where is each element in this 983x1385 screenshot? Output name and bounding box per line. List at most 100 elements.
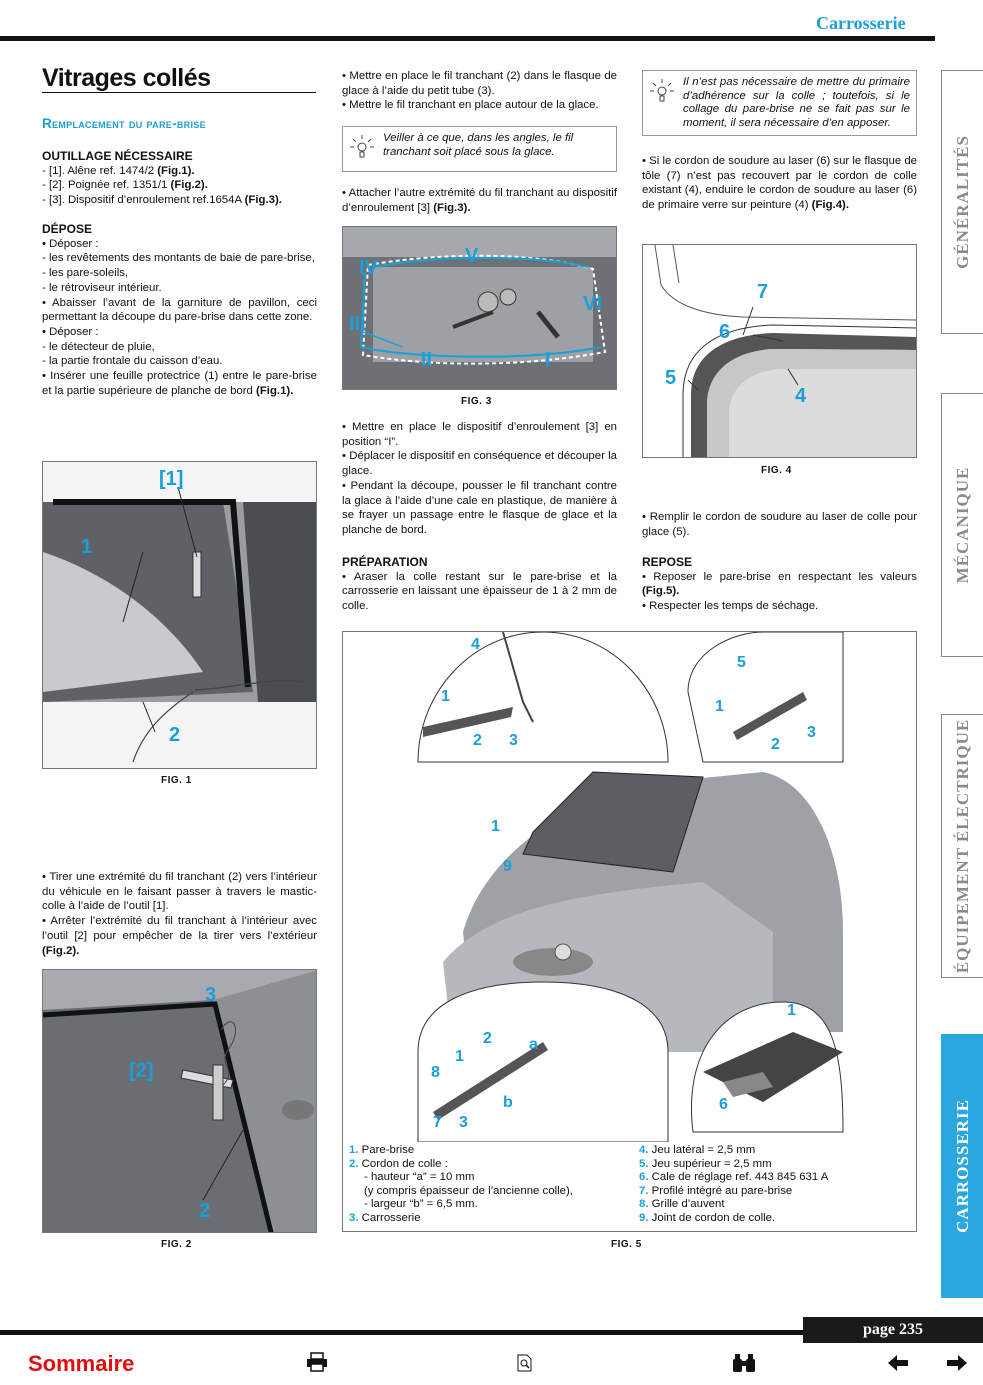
figure-3: IV V III VI II I xyxy=(342,226,617,390)
fig5-label: b xyxy=(503,1094,513,1111)
paragraph: • Araser la colle restant sur le pare-br… xyxy=(342,570,617,613)
fig2-illustration xyxy=(43,970,316,1232)
fig4-label: 6 xyxy=(719,321,731,343)
depose-line: • Déposer : xyxy=(42,237,99,250)
depose-line: • Abaisser l’avant de la garniture de pa… xyxy=(42,296,317,324)
col2-intro: • Mettre en place le fil tranchant (2) d… xyxy=(342,69,617,113)
col2-attach: • Attacher l’autre extrémité du fil tran… xyxy=(342,187,617,214)
fig5-caption: FIG. 5 xyxy=(611,1239,642,1250)
lightbulb-icon xyxy=(350,135,374,158)
depose-block: DÉPOSE • Déposer : - les revêtements des… xyxy=(42,220,317,398)
tab-mecanique[interactable]: MÉCANIQUE xyxy=(941,393,983,657)
paragraph: • Pendant la découpe, pousser le fil tra… xyxy=(342,479,617,536)
fig5-label: 8 xyxy=(431,1064,440,1081)
tab-generalites[interactable]: GÉNÉRALITÉS xyxy=(941,70,983,334)
legend-item: 6. Cale de réglage ref. 443 845 631 A xyxy=(639,1171,829,1184)
top-rule xyxy=(0,36,935,41)
fig5-label: 2 xyxy=(483,1030,492,1047)
col1-after-fig1: • Tirer une extrémité du fil tranchant (… xyxy=(42,870,317,958)
binoculars-icon[interactable] xyxy=(732,1353,756,1378)
print-icon[interactable] xyxy=(306,1352,328,1377)
fig2-caption: FIG. 2 xyxy=(161,1239,192,1250)
tab-equipement-electrique[interactable]: ÉQUIPEMENT ÉLECTRIQUE xyxy=(941,714,983,978)
depose-line: • Déposer : xyxy=(42,325,99,338)
depose-line: - la partie frontale du caisson d’eau. xyxy=(42,355,223,368)
fig5-label: 1 xyxy=(441,688,450,705)
fig1-caption: FIG. 1 xyxy=(161,775,192,786)
paragraph: • Déplacer le dispositif en conséquence … xyxy=(342,450,617,478)
fig1-label: 2 xyxy=(169,724,181,746)
fig5-label: 1 xyxy=(787,1002,796,1019)
fig1-label: 1 xyxy=(81,536,93,558)
fig5-label: 1 xyxy=(491,818,500,835)
fig5-legend-left: 1. Pare-brise 2. Cordon de colle : - hau… xyxy=(349,1144,629,1226)
sommaire-link[interactable]: Sommaire xyxy=(28,1351,135,1376)
fig2-label: 3 xyxy=(205,984,217,1006)
fig5-illustration xyxy=(417,632,844,1143)
figure-4: 7 6 5 4 xyxy=(642,244,917,458)
legend-item: - largeur “b” = 6,5 mm. xyxy=(364,1198,478,1211)
arrow-right-icon[interactable] xyxy=(946,1354,968,1377)
arrow-left-icon[interactable] xyxy=(887,1354,909,1377)
repose-block: REPOSE • Reposer le pare-brise en respec… xyxy=(642,553,917,614)
note-box-1: Veiller à ce que, dans les angles, le fi… xyxy=(342,126,617,172)
fig3-label: III xyxy=(349,313,366,335)
legend-item: 4. Jeu latéral = 2,5 mm xyxy=(639,1144,756,1156)
fig5-label: 3 xyxy=(509,732,518,749)
depose-line: - le rétroviseur intérieur. xyxy=(42,281,162,294)
fig5-label: 3 xyxy=(807,724,816,741)
tool-line: - [3]. Dispositif d’enroulement ref.1654… xyxy=(42,194,282,207)
figure-2: 3 [2] 2 xyxy=(42,969,317,1233)
tool-line: - [2]. Poignée ref. 1351/1 (Fig.2). xyxy=(42,179,208,192)
depose-line: - les revêtements des montants de baie d… xyxy=(42,252,315,265)
fig2-label: [2] xyxy=(129,1060,154,1082)
fig3-label: II xyxy=(421,349,433,371)
fig3-label: I xyxy=(545,349,551,371)
paragraph: • Arrêter l’extrémité du fil tranchant à… xyxy=(42,915,317,957)
page-number: page 235 xyxy=(803,1317,983,1343)
paragraph: • Mettre en place le fil tranchant (2) d… xyxy=(342,70,617,97)
fig1-illustration xyxy=(43,486,316,763)
tool-line: - [1]. Alêne ref. 1474/2 (Fig.1). xyxy=(42,164,195,177)
fig5-label: 6 xyxy=(719,1096,728,1113)
repose-heading: REPOSE xyxy=(642,555,693,569)
legend-item: 1. Pare-brise xyxy=(349,1144,415,1156)
fig5-legend-right: 4. Jeu latéral = 2,5 mm 5. Jeu supérieur… xyxy=(639,1144,909,1226)
legend-item: 7. Profilé intégré au pare-brise xyxy=(639,1184,793,1197)
depose-line: - le détecteur de pluie, xyxy=(42,340,155,353)
legend-item: 9. Joint de cordon de colle. xyxy=(639,1211,776,1224)
title-underline xyxy=(42,92,316,93)
fig4-illustration xyxy=(643,245,916,457)
tab-carrosserie[interactable]: CARROSSERIE xyxy=(941,1034,983,1298)
note-text: Il n’est pas nécessaire de mettre du pri… xyxy=(683,76,910,129)
zoom-page-icon[interactable] xyxy=(517,1354,533,1377)
figure-5: 4 1 2 3 5 1 2 3 1 9 2 a 1 8 b 7 3 1 6 1.… xyxy=(342,631,917,1232)
legend-item: 2. Cordon de colle : xyxy=(349,1157,448,1170)
bottom-rule xyxy=(0,1330,983,1335)
legend-item: 3. Carrosserie xyxy=(349,1211,421,1224)
fig5-label: a xyxy=(529,1036,538,1053)
note-box-2: Il n’est pas nécessaire de mettre du pri… xyxy=(642,70,917,136)
lightbulb-icon xyxy=(650,79,674,102)
page-subtitle: Remplacement du pare-brise xyxy=(42,116,206,131)
depose-heading: DÉPOSE xyxy=(42,222,93,236)
paragraph: • Reposer le pare-brise en respectant le… xyxy=(642,570,917,598)
fig5-label: 2 xyxy=(473,732,482,749)
fig4-caption: FIG. 4 xyxy=(761,465,792,476)
fig4-label: 7 xyxy=(757,281,769,303)
fig5-label: 3 xyxy=(459,1114,468,1131)
col3-primer: • Si le cordon de soudure au laser (6) s… xyxy=(642,155,917,212)
fig3-label: VI xyxy=(583,293,602,315)
fig4-label: 5 xyxy=(665,367,677,389)
depose-line: • Insérer une feuille protectrice (1) en… xyxy=(42,370,317,397)
fig5-label: 4 xyxy=(471,636,480,653)
fig5-label: 1 xyxy=(715,698,724,715)
fig4-label: 4 xyxy=(795,385,807,407)
legend-item: 5. Jeu supérieur = 2,5 mm xyxy=(639,1157,772,1170)
tools-heading: OUTILLAGE NÉCESSAIRE xyxy=(42,149,193,163)
note-text: Veiller à ce que, dans les angles, le fi… xyxy=(383,132,574,158)
legend-item: (y compris épaisseur de l’ancienne colle… xyxy=(364,1184,573,1197)
fig5-label: 2 xyxy=(771,736,780,753)
fig5-label: 5 xyxy=(737,654,746,671)
page-title: Vitrages collés xyxy=(42,64,211,92)
